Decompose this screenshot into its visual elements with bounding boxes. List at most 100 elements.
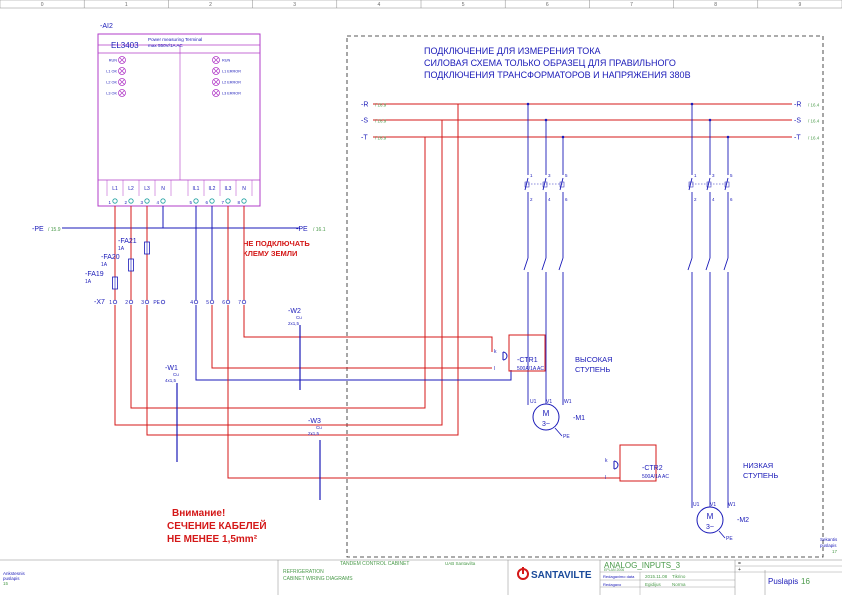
ctr1-k: k [494,349,497,355]
edit-date: 2015.11.08 [645,574,668,579]
m2-symbol: M [707,512,714,521]
terminal-pin-number: 8 [237,200,240,205]
m2-pe: PE [726,536,733,542]
x7-pin-icon [144,299,150,305]
terminal-pin-icon [241,198,247,204]
editor-name: Egidijus [645,582,662,587]
terminal-input-label: L3 [144,186,150,192]
x7-pin-label: 5 [206,300,209,306]
terminal-pin-number: 4 [156,200,159,205]
prev-page-l1: Ankstesnis [3,571,26,576]
m2-tag: -M2 [737,517,749,524]
phase-right-ref: / 16.4 [808,119,820,124]
cable-size: 2x1,5 [288,321,300,326]
cable-type: Cu [316,425,322,430]
control-wiring [62,104,621,479]
breaker-top-pin: 1 [694,173,697,178]
norm-label: Norma [672,582,686,587]
led-icon [212,78,220,86]
terminal-input-label: L1 [112,186,118,192]
phase-right-label: -S [794,118,801,125]
x7-tag: -X7 [94,299,105,306]
x7-pin-icon [128,299,134,305]
scheme-title-3: ПОДКЛЮЧЕНИЯ ТРАНСФОРМАТОРОВ И НАПРЯЖЕНИЯ… [424,70,691,80]
terminal-input-label: N [242,186,246,192]
motor-m1: M 3~ U1 V1 W1 PE -M1 [530,399,585,440]
terminal-input-label: N [161,186,165,192]
edit-extra: Tikrino [672,574,686,579]
pe-right-ref: / 16.1 [313,227,326,233]
terminal-desc2: max 550V/1A AC [148,43,183,48]
terminal-input-label: L2 [128,186,134,192]
terminal-pin-number: 7 [221,200,224,205]
grid-col-label: 8 [714,2,717,8]
footer-project: TANDEM CONTROL CABINET [340,561,409,567]
fuse-rating: 1A [85,279,92,285]
footer-page-name: ANALOG_INPUTS_3 [604,561,681,570]
footer-line1: REFRIGERATION [283,569,324,575]
phase-right-ref: / 16.4 [808,103,820,108]
next-page-l1: Sekantis [820,537,838,542]
grid-col-label: 3 [293,2,296,8]
phase-left-label: -T [361,135,368,142]
fuse-rating: 1A [118,246,125,252]
prev-page-l2: puslapis [3,576,20,581]
m1-term-v1: V1 [546,399,552,405]
breaker-top-pin: 5 [565,173,568,178]
contactor-icon [723,257,729,271]
x7-pin-icon [193,299,199,305]
x7-pin-label: 7 [238,300,241,306]
x7-pin-icon [225,299,231,305]
ctr2-rating: 500A/1A AC [642,474,669,480]
ctr1: k l -CTR1 500A/1A AC [494,334,546,372]
terminal-desc1: Power measuring Terminal [148,37,202,42]
grid-col-label: 4 [378,2,381,8]
m2-term-v1: V1 [710,502,716,508]
terminal-input-label: IL2 [209,186,216,192]
grid-col-label: 2 [209,2,212,8]
terminal-pin-icon [112,198,118,204]
led-label: L3 OK [106,92,117,96]
phase-left-ref: / 16.9 [375,119,387,124]
breaker-top-pin: 3 [548,173,551,178]
x7-pin-icon [112,299,118,305]
footer-title-block: Ankstesnis puslapis 15 TANDEM CONTROL CA… [0,537,842,595]
m1-term-w1: W1 [564,399,572,405]
phase-left-label: -R [361,102,368,109]
grid-col-label: 7 [630,2,633,8]
fuse-tag: -FA20 [101,254,120,261]
x7-pin-label: 4 [190,300,193,306]
footer-eq1: = [738,561,741,567]
fuse-tag: -FA21 [118,238,137,245]
grid-col-label: 9 [799,2,802,8]
ctr2-k: k [605,458,608,464]
contactor-icon [705,257,711,271]
breaker-bottom-pin: 4 [712,197,715,202]
ground-warning-2: КЛЕМУ ЗЕМЛИ [243,249,297,258]
ground-warning-1: НЕ ПОДКЛЮЧАТЬ [243,239,310,248]
stage-high-1: ВЫСОКАЯ [575,355,613,364]
m2-term-w1: W1 [728,502,736,508]
next-page-l2: puslapis [820,543,837,548]
terminal-tag: -AI2 [100,23,113,30]
m1-tag: -M1 [573,415,585,422]
led-icon [118,67,126,75]
editor-label: Redagavo [603,582,622,587]
terminal-input-label: IL3 [225,186,232,192]
terminal-pin-icon [193,198,199,204]
pe-left-ref: / 15.9 [48,227,61,233]
led-icon [212,56,220,64]
cable-tag: -W3 [308,418,321,425]
breaker-bottom-pin: 2 [694,197,697,202]
stage-high-2: СТУПЕНЬ [575,365,610,374]
page-number: 16 [801,577,810,586]
m1-term-u1: U1 [530,399,537,405]
grid-col-label: 6 [546,2,549,8]
footer-sub: EPLAN 2006 [604,568,624,572]
terminal-pin-icon [128,198,134,204]
breaker-top-pin: 5 [730,173,733,178]
phase-left-ref: / 16.9 [375,103,387,108]
edit-label: Redagavimo data [603,574,635,579]
warning-2: СЕЧЕНИЕ КАБЕЛЕЙ [167,519,267,532]
